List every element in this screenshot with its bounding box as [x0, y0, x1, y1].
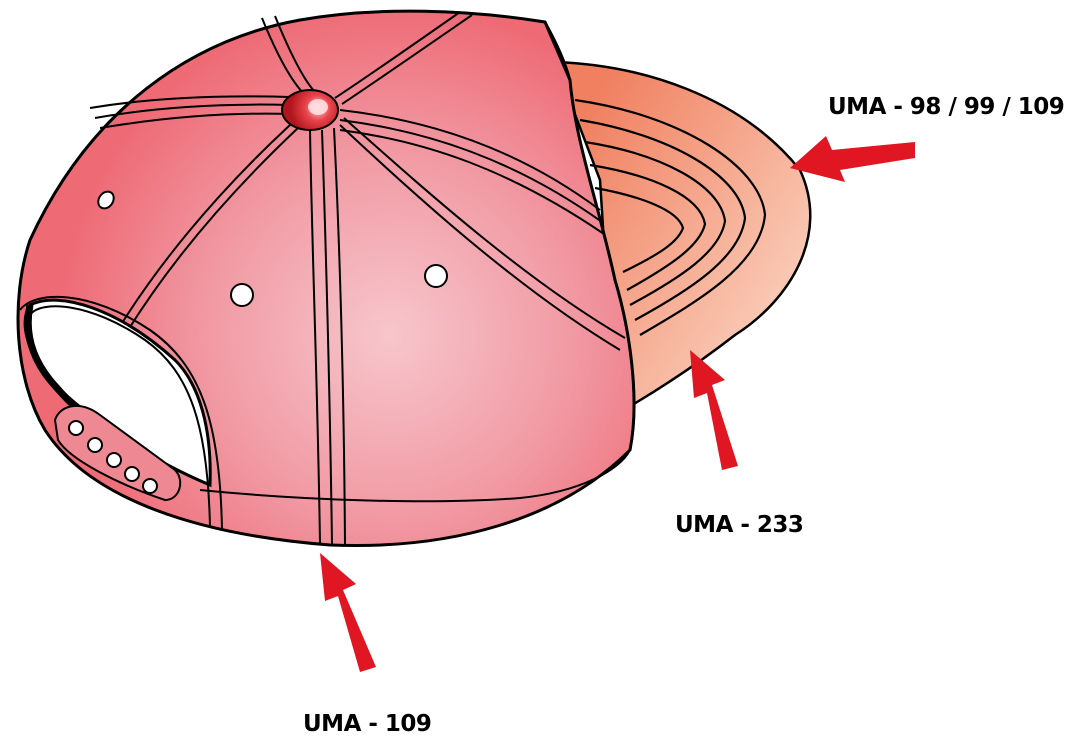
- label-brim-top: UMA - 98 / 99 / 109: [828, 96, 1064, 119]
- arrow-brim-top: [790, 136, 915, 182]
- arrow-crown-front: [320, 553, 376, 672]
- label-crown-front: UMA - 109: [303, 713, 431, 736]
- label-brim-under: UMA - 233: [675, 514, 803, 537]
- arrow-brim-under: [690, 350, 738, 470]
